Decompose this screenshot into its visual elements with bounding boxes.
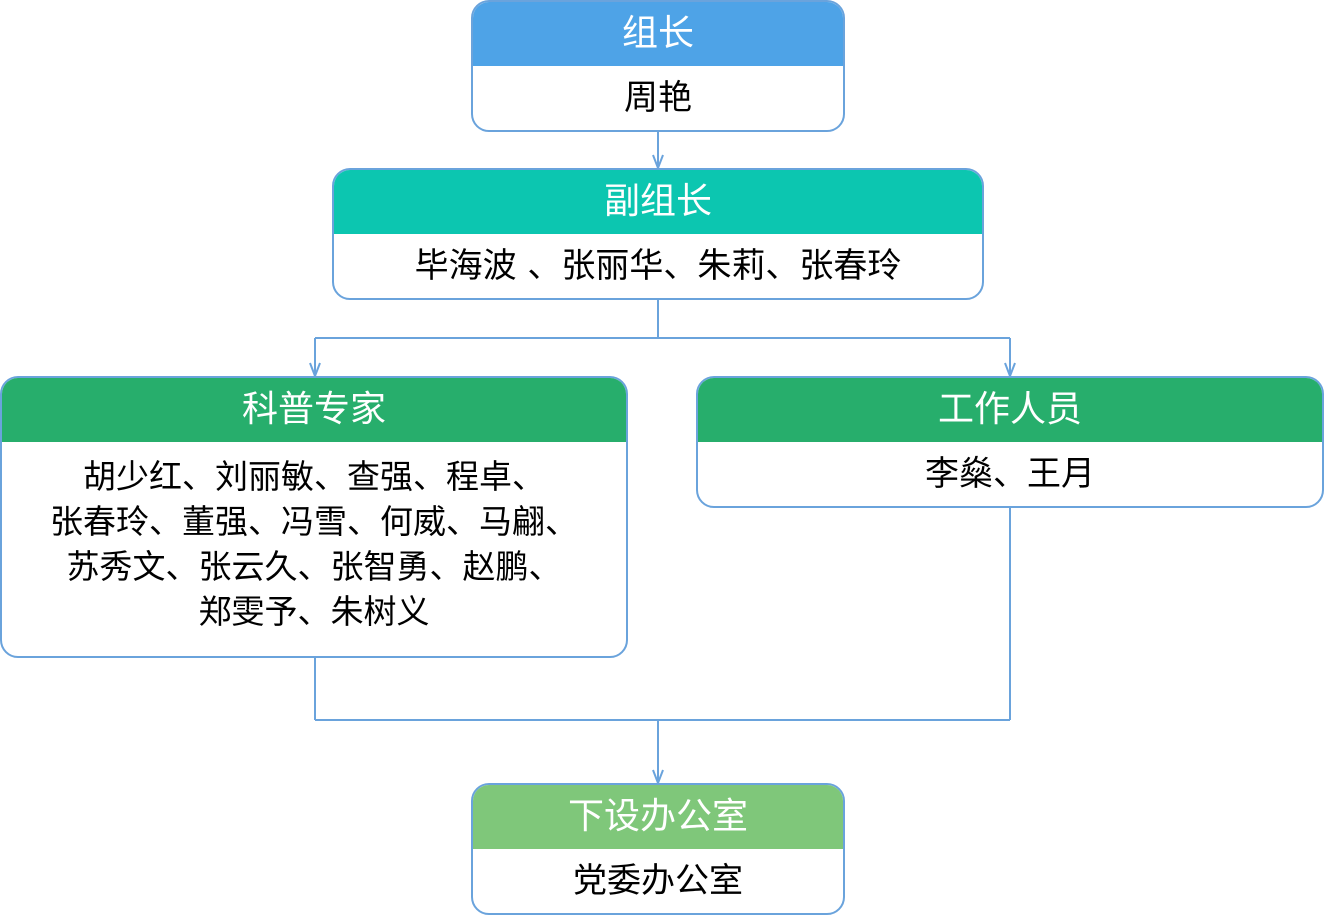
node-experts-members: 胡少红、刘丽敏、查强、程卓、 张春玲、董强、冯雪、何威、马翩、 苏秀文、张云久、… (2, 442, 626, 656)
node-staff-members: 李燊、王月 (925, 453, 1095, 494)
expert-line: 张春玲、董强、冯雪、何威、马翩、 (50, 502, 578, 541)
node-leader: 组长 周艳 (471, 0, 845, 132)
node-staff: 工作人员 李燊、王月 (696, 376, 1324, 508)
node-experts-header: 科普专家 (2, 378, 626, 442)
expert-line: 郑雯予、朱树义 (198, 592, 430, 631)
node-deputy-members: 毕海波 、张丽华、朱莉、张春玲 (414, 245, 902, 286)
node-experts: 科普专家 胡少红、刘丽敏、查强、程卓、 张春玲、董强、冯雪、何威、马翩、 苏秀文… (0, 376, 628, 658)
node-leader-members: 周艳 (624, 77, 692, 118)
expert-line: 胡少红、刘丽敏、查强、程卓、 (83, 457, 545, 496)
node-staff-header: 工作人员 (698, 378, 1322, 442)
node-office-header: 下设办公室 (473, 785, 843, 849)
expert-line: 苏秀文、张云久、张智勇、赵鹏、 (66, 547, 562, 586)
node-deputy: 副组长 毕海波 、张丽华、朱莉、张春玲 (332, 168, 984, 300)
node-office-members: 党委办公室 (573, 860, 743, 901)
node-office: 下设办公室 党委办公室 (471, 783, 845, 915)
node-deputy-header: 副组长 (334, 170, 982, 234)
node-leader-header: 组长 (473, 2, 843, 66)
